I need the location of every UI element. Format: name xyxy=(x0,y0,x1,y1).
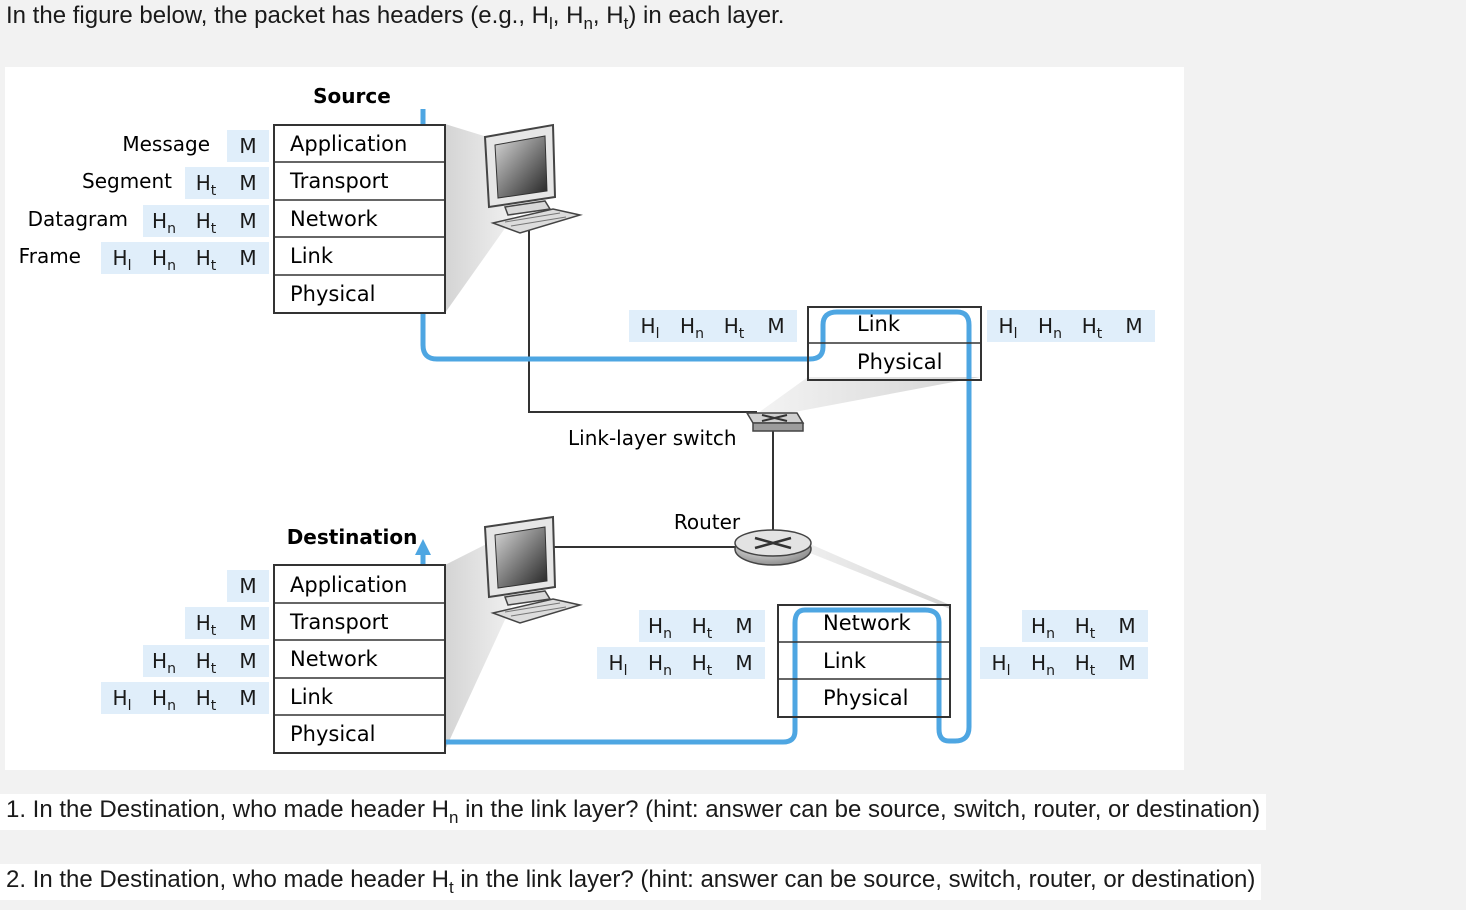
switch-layer-physical: Physical xyxy=(857,350,942,374)
router-icon xyxy=(734,529,812,566)
pdu-frame-label: Frame xyxy=(19,244,81,268)
question-1: 1. In the Destination, who made header H… xyxy=(0,794,1267,830)
header-ht: Ht xyxy=(692,651,713,679)
src-layer-network: Network xyxy=(290,207,379,231)
network-layers-figure: Source Application Transport Network Lin… xyxy=(5,67,1184,770)
source-computer-icon xyxy=(483,123,583,234)
question-2: 2. In the Destination, who made header H… xyxy=(0,864,1262,900)
dst-layer-application: Application xyxy=(290,573,407,597)
header-m: M xyxy=(239,611,256,635)
src-layer-physical: Physical xyxy=(290,282,375,306)
header-ht: Ht xyxy=(1082,314,1103,342)
src-layer-transport: Transport xyxy=(289,169,389,193)
header-m: M xyxy=(239,134,256,158)
header-ht: Ht xyxy=(196,171,217,199)
header-group-3 xyxy=(101,242,269,274)
header-group-2 xyxy=(143,205,269,237)
pdu-datagram-label: Datagram xyxy=(28,207,128,231)
switch-fan-shade xyxy=(758,377,980,417)
dst-layer-transport: Transport xyxy=(289,610,389,634)
header-group-0 xyxy=(227,130,269,162)
header-group-9 xyxy=(101,682,269,714)
header-group-1 xyxy=(185,167,269,199)
router-stack: Network Link Physical xyxy=(777,604,951,718)
header-m: M xyxy=(735,651,752,675)
header-ht: Ht xyxy=(196,686,217,714)
dst-layer-physical: Physical xyxy=(290,722,375,746)
link-layer-switch-icon xyxy=(745,412,805,432)
source-title: Source xyxy=(313,84,391,108)
header-hl: Hl xyxy=(992,651,1011,679)
router-label: Router xyxy=(674,510,741,534)
destination-computer-icon xyxy=(483,515,583,624)
dst-layer-link: Link xyxy=(290,685,334,709)
header-hn: Hn xyxy=(152,649,176,677)
header-group-12 xyxy=(1022,610,1148,642)
header-m: M xyxy=(239,246,256,270)
header-ht: Ht xyxy=(196,649,217,677)
header-m: M xyxy=(1125,314,1142,338)
header-m: M xyxy=(767,314,784,338)
network-diagram: Source Application Transport Network Lin… xyxy=(19,84,1155,754)
src-layer-application: Application xyxy=(290,132,407,156)
destination-arrow xyxy=(415,539,431,555)
header-m: M xyxy=(239,171,256,195)
header-ht: Ht xyxy=(1075,651,1096,679)
header-hl: Hl xyxy=(609,651,628,679)
source-stack: Application Transport Network Link Physi… xyxy=(273,124,446,314)
switch-layer-link: Link xyxy=(857,312,901,336)
header-group-10 xyxy=(639,610,765,642)
header-hn: Hn xyxy=(648,614,672,642)
src-layer-link: Link xyxy=(290,244,334,268)
header-ht: Ht xyxy=(196,611,217,639)
packet-path xyxy=(420,109,972,745)
header-group-11 xyxy=(597,647,765,679)
header-hn: Hn xyxy=(152,209,176,237)
header-hn: Hn xyxy=(152,686,176,714)
header-m: M xyxy=(1118,614,1135,638)
header-group-7 xyxy=(185,607,269,639)
destination-stack: Application Transport Network Link Physi… xyxy=(273,564,446,754)
header-m: M xyxy=(239,574,256,598)
header-hn: Hn xyxy=(1031,651,1055,679)
router-fan-shade xyxy=(785,533,950,609)
header-hl: Hl xyxy=(641,314,660,342)
header-m: M xyxy=(239,209,256,233)
header-hl: Hl xyxy=(113,246,132,274)
header-m: M xyxy=(735,614,752,638)
switch-stack: Link Physical xyxy=(807,306,982,381)
intro-text: In the figure below, the packet has head… xyxy=(6,2,785,33)
header-group-13 xyxy=(980,647,1148,679)
header-hn: Hn xyxy=(152,246,176,274)
header-group-8 xyxy=(143,645,269,677)
router-layer-physical: Physical xyxy=(823,686,908,710)
header-hn: Hn xyxy=(1038,314,1062,342)
pdu-message-label: Message xyxy=(122,132,210,156)
header-m: M xyxy=(239,649,256,673)
pdu-segment-label: Segment xyxy=(82,169,172,193)
header-group-6 xyxy=(227,570,269,602)
switch-label: Link-layer switch xyxy=(568,426,737,450)
header-ht: Ht xyxy=(1075,614,1096,642)
header-ht: Ht xyxy=(196,246,217,274)
header-group-4 xyxy=(629,310,797,342)
header-hn: Hn xyxy=(680,314,704,342)
header-hn: Hn xyxy=(648,651,672,679)
router-layer-network: Network xyxy=(823,611,912,635)
header-hl: Hl xyxy=(999,314,1018,342)
source-wire xyxy=(528,227,757,413)
destination-title: Destination xyxy=(287,525,418,549)
header-group-5 xyxy=(987,310,1155,342)
header-m: M xyxy=(1118,651,1135,675)
header-ht: Ht xyxy=(196,209,217,237)
router-layer-link: Link xyxy=(823,649,867,673)
header-m: M xyxy=(239,686,256,710)
header-hn: Hn xyxy=(1031,614,1055,642)
header-ht: Ht xyxy=(724,314,745,342)
header-hl: Hl xyxy=(113,686,132,714)
dst-layer-network: Network xyxy=(290,647,379,671)
header-ht: Ht xyxy=(692,614,713,642)
